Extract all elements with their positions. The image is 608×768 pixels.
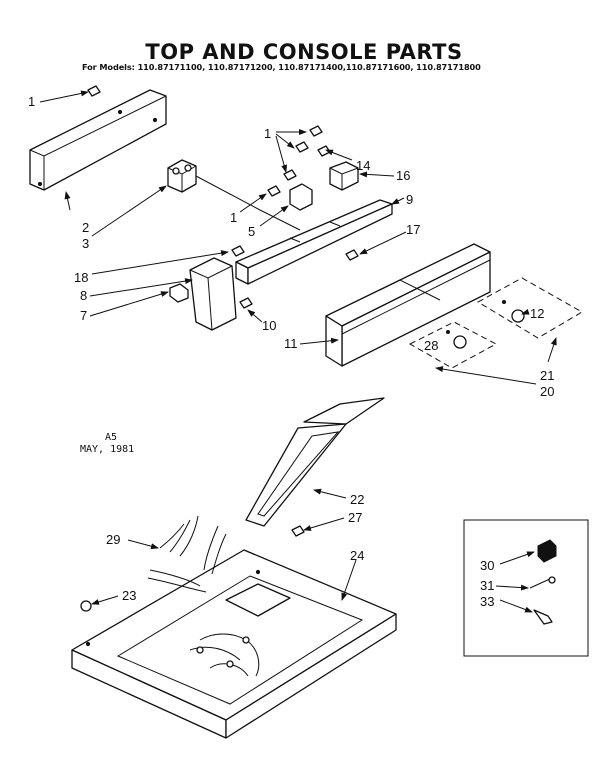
part-22-lint-chute — [245, 397, 385, 527]
part-16-bracket — [329, 161, 359, 191]
callout-1a: 1 — [28, 94, 35, 109]
part-21-knob-group — [476, 277, 583, 339]
part-5-switch — [289, 183, 313, 211]
part-27-screw — [291, 525, 305, 537]
callout-7: 7 — [80, 308, 87, 323]
callout-10: 10 — [262, 318, 276, 333]
callout-1c: 1 — [230, 210, 237, 225]
part-3-switch — [167, 159, 301, 231]
part-29-wire-harness — [147, 515, 260, 677]
stamp-date: MAY, 1981 — [80, 444, 135, 455]
callout-16: 16 — [396, 168, 410, 183]
part-7-clip — [169, 283, 189, 303]
callout-8: 8 — [80, 288, 87, 303]
callout-17: 17 — [406, 222, 420, 237]
callout-3: 3 — [82, 236, 89, 251]
stamp-code: A5 — [105, 432, 118, 443]
callout-5: 5 — [248, 224, 255, 239]
callout-24: 24 — [350, 548, 364, 563]
callout-18: 18 — [74, 270, 88, 285]
callout-9: 9 — [406, 192, 413, 207]
callout-31: 31 — [480, 578, 494, 593]
part-2-panel — [29, 89, 167, 191]
part-10-screw — [239, 297, 253, 309]
callout-1b: 1 — [264, 126, 271, 141]
callout-20: 20 — [540, 384, 554, 399]
callout-33: 33 — [480, 594, 494, 609]
callout-2: 2 — [82, 220, 89, 235]
part-20-knob-group — [408, 321, 498, 369]
part-8-endcap — [189, 257, 237, 331]
callout-11: 11 — [284, 336, 298, 351]
inset-box — [463, 519, 589, 657]
callout-30: 30 — [480, 558, 494, 573]
part-9-rail — [235, 199, 393, 285]
screws-1-top — [87, 85, 331, 197]
callout-28: 28 — [424, 338, 438, 353]
callout-29: 29 — [106, 532, 120, 547]
part-23-screw — [80, 600, 92, 612]
callout-14: 14 — [356, 158, 370, 173]
models-line: For Models: 110.87171100, 110.87171200, … — [82, 62, 481, 72]
part-24-top — [71, 549, 397, 739]
leader-lines — [39, 90, 557, 613]
part-17-screw — [345, 249, 359, 261]
callout-21: 21 — [540, 368, 554, 383]
part-18-screw — [231, 245, 245, 257]
callout-22: 22 — [350, 492, 364, 507]
callout-23: 23 — [122, 588, 136, 603]
diagram-title: TOP AND CONSOLE PARTS — [145, 40, 463, 64]
part-11-console — [325, 243, 491, 367]
callout-12: 12 — [530, 306, 544, 321]
callout-27: 27 — [348, 510, 362, 525]
